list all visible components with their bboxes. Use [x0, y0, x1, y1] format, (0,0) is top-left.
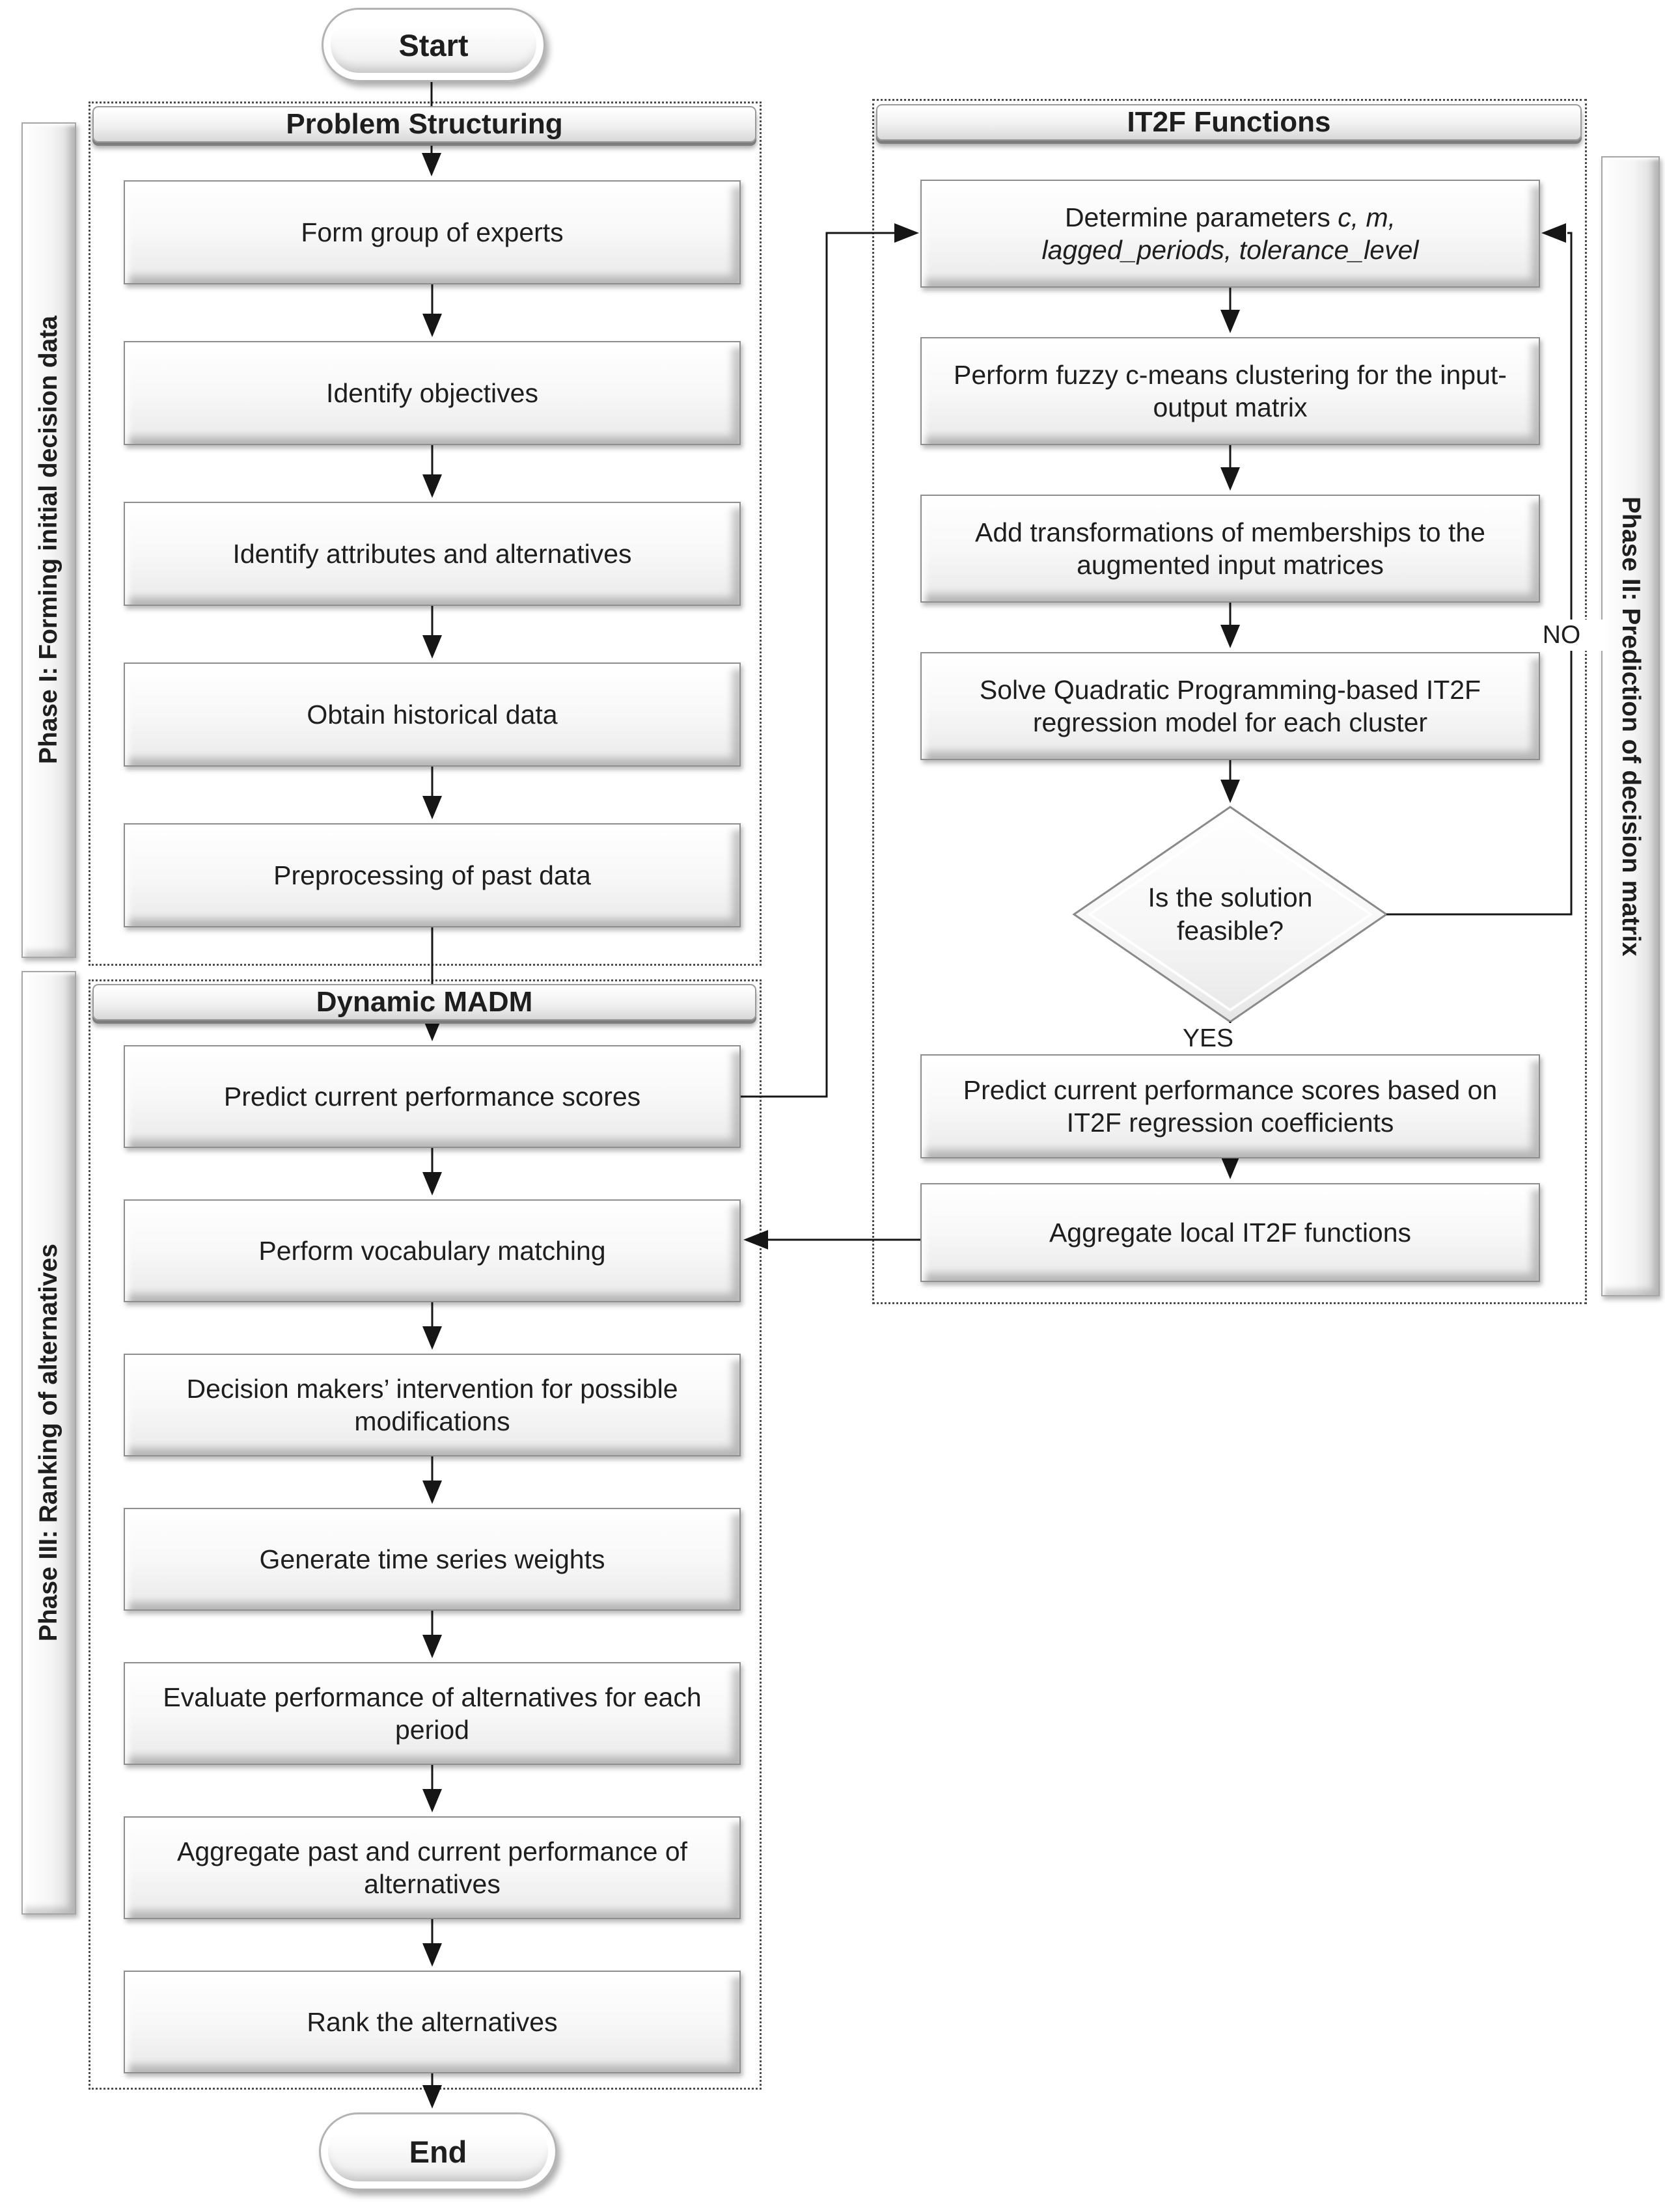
problem-structuring-container	[89, 102, 762, 966]
arrow	[1386, 232, 1573, 916]
dynamic-madm-header: Dynamic MADM	[92, 984, 756, 1020]
step-predict-scores-it2f-coefficients: Predict current performance scores based…	[920, 1054, 1540, 1158]
phase3-bar: Phase III: Ranking of alternatives	[21, 971, 76, 1915]
step-label: Obtain historical data	[307, 699, 558, 730]
phase2-label: Phase II: Prediction of decision matrix	[1617, 496, 1645, 957]
step-label: Predict current performance scores based…	[963, 1074, 1498, 1138]
phase3-label: Phase III: Ranking of alternatives	[34, 1244, 62, 1642]
arrow	[422, 153, 441, 176]
step-label: Evaluate performance of alternatives for…	[163, 1682, 702, 1745]
arrow	[422, 474, 442, 498]
step-fuzzy-c-means-clustering: Perform fuzzy c-means clustering for the…	[920, 337, 1540, 445]
decision-is-solution-feasible: Is the solution feasible?	[1110, 846, 1350, 983]
determine-prefix: Determine parameters	[1064, 202, 1338, 232]
step-label: Aggregate local IT2F functions	[1049, 1217, 1412, 1248]
arrow	[422, 1481, 442, 1504]
arrow	[1220, 467, 1240, 491]
end-node: End	[319, 2112, 557, 2191]
problem-structuring-title: Problem Structuring	[286, 108, 563, 140]
step-label: Rank the alternatives	[307, 2006, 558, 2037]
step-label: Predict current performance scores	[223, 1081, 641, 1112]
arrow	[1220, 1156, 1240, 1179]
phase1-bar: Phase I: Forming initial decision data	[21, 122, 76, 958]
step-generate-time-series-weights: Generate time series weights	[124, 1508, 741, 1611]
it2f-functions-title: IT2F Functions	[1127, 106, 1331, 138]
it2f-functions-header: IT2F Functions	[876, 104, 1582, 141]
arrow	[1541, 223, 1566, 243]
phase1-label: Phase I: Forming initial decision data	[34, 316, 62, 765]
step-label: Solve Quadratic Programming-based IT2F r…	[979, 674, 1481, 737]
decision-diamond-bevel	[1087, 817, 1373, 1012]
arrow	[422, 1018, 442, 1041]
arrow	[894, 223, 919, 243]
dynamic-madm-title: Dynamic MADM	[316, 986, 533, 1018]
step-label: Add transformations of memberships to th…	[975, 517, 1485, 580]
arrow	[422, 1789, 442, 1812]
determine-italic-2: lagged_periods, tolerance_level	[1041, 235, 1419, 265]
step-evaluate-performance-each-period: Evaluate performance of alternatives for…	[124, 1662, 741, 1765]
problem-structuring-header: Problem Structuring	[92, 106, 756, 143]
step-label: Perform fuzzy c-means clustering for the…	[954, 359, 1507, 422]
step-label: Determine parameters c, m,lagged_periods…	[1042, 201, 1419, 266]
step-label: Form group of experts	[301, 217, 564, 247]
step-preprocessing-past-data: Preprocessing of past data	[124, 823, 741, 927]
arrow	[743, 1230, 768, 1249]
step-obtain-historical-data: Obtain historical data	[124, 662, 741, 767]
arrow	[422, 1326, 442, 1350]
arrow	[1220, 780, 1240, 803]
no-label-text: NO	[1542, 621, 1581, 649]
arrow	[741, 232, 896, 1098]
start-label: Start	[398, 27, 469, 62]
step-label: Decision makers’ intervention for possib…	[186, 1373, 678, 1436]
step-perform-vocabulary-matching: Perform vocabulary matching	[124, 1199, 741, 1302]
step-label: Perform vocabulary matching	[258, 1235, 606, 1266]
phase2-bar: Phase II: Prediction of decision matrix	[1601, 156, 1660, 1296]
step-label: Aggregate past and current performance o…	[176, 1836, 688, 1899]
arrow	[422, 1943, 442, 1967]
step-label: Preprocessing of past data	[273, 860, 591, 890]
arrow	[422, 2085, 442, 2109]
determine-italic-1: c, m,	[1338, 202, 1396, 232]
it2f-functions-container	[872, 99, 1587, 1304]
step-aggregate-local-it2f-functions: Aggregate local IT2F functions	[920, 1183, 1540, 1282]
step-aggregate-past-current-performance: Aggregate past and current performance o…	[124, 1816, 741, 1919]
step-predict-current-performance-scores: Predict current performance scores	[124, 1045, 741, 1148]
step-decision-makers-intervention: Decision makers’ intervention for possib…	[124, 1354, 741, 1456]
step-identify-objectives: Identify objectives	[124, 341, 741, 445]
step-label: Identify attributes and alternatives	[232, 538, 632, 569]
arrow	[422, 1635, 442, 1658]
decision-label: Is the solution feasible?	[1148, 882, 1313, 946]
arrow	[422, 314, 442, 337]
step-rank-the-alternatives: Rank the alternatives	[124, 1971, 741, 2073]
arrow	[1220, 310, 1240, 333]
yes-branch-label: YES	[1127, 1023, 1289, 1054]
yes-label-text: YES	[1182, 1024, 1234, 1052]
step-label: Generate time series weights	[259, 1544, 605, 1574]
arrow	[422, 1172, 442, 1195]
arrow	[422, 635, 442, 659]
step-label: Identify objectives	[326, 377, 538, 408]
no-branch-label: NO	[1517, 620, 1606, 651]
step-solve-quadratic-programming: Solve Quadratic Programming-based IT2F r…	[920, 652, 1540, 760]
step-identify-attributes-alternatives: Identify attributes and alternatives	[124, 502, 741, 606]
end-label: End	[409, 2134, 467, 2169]
arrow	[422, 796, 442, 819]
start-node: Start	[322, 8, 545, 82]
step-add-transformations-memberships: Add transformations of memberships to th…	[920, 495, 1540, 603]
step-determine-parameters: Determine parameters c, m,lagged_periods…	[920, 180, 1540, 288]
step-form-group-of-experts: Form group of experts	[124, 180, 741, 284]
arrow	[1220, 625, 1240, 648]
